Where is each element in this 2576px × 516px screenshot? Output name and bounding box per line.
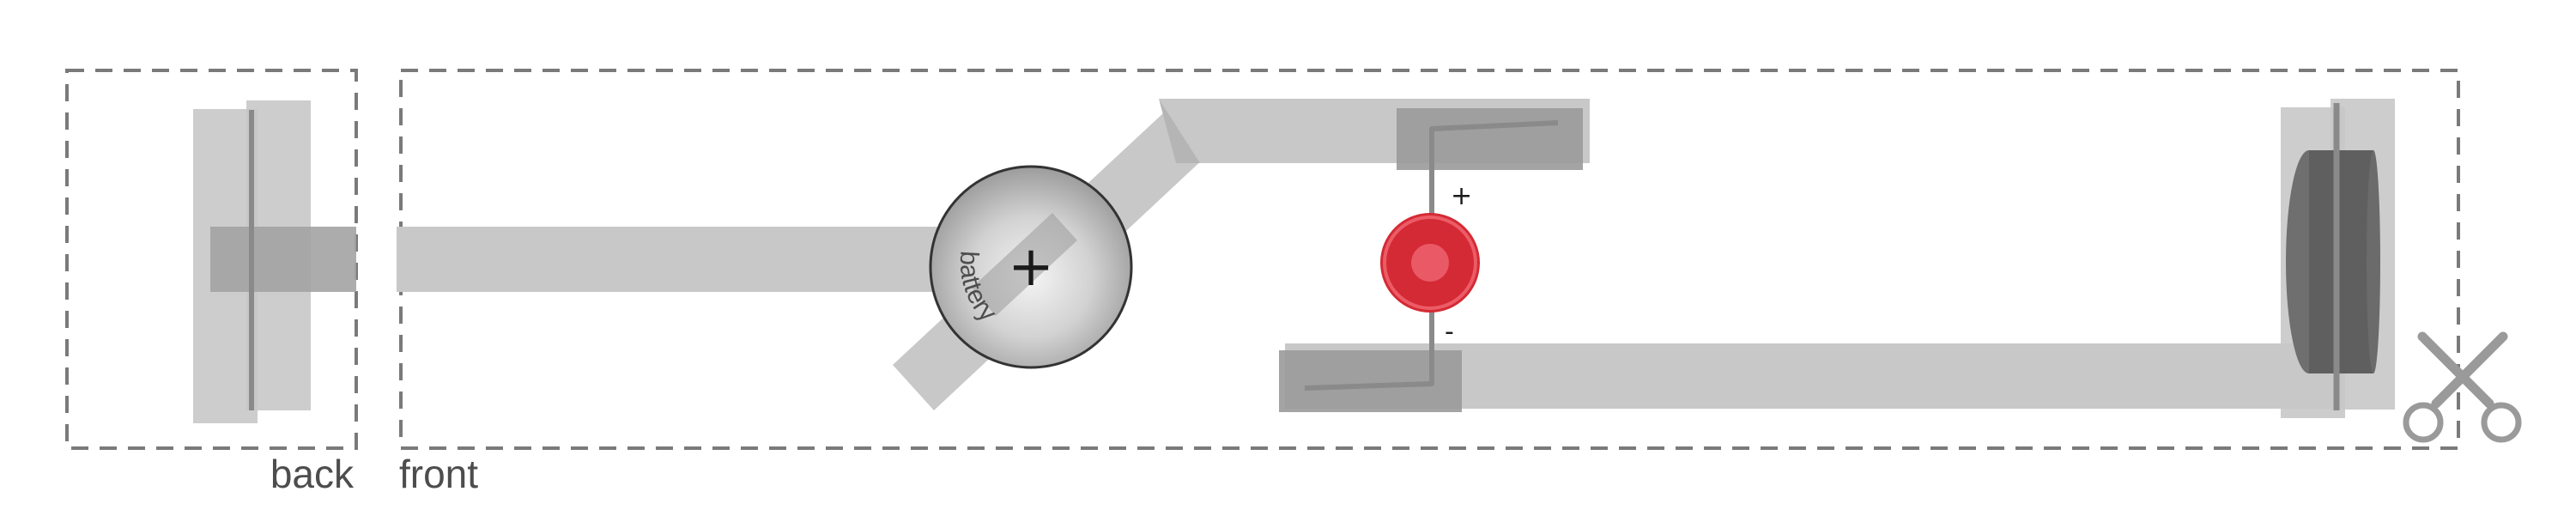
battery-icon bbox=[929, 165, 1133, 369]
led-icon bbox=[1380, 213, 1480, 313]
back-panel-tape bbox=[193, 100, 356, 423]
front-label: front bbox=[399, 452, 478, 496]
back-label: back bbox=[270, 452, 355, 496]
binder-clip-icon bbox=[2281, 99, 2395, 418]
led-plus-leg bbox=[1429, 120, 1559, 219]
led-minus-pad bbox=[1279, 350, 1462, 412]
back-panel-cut-line bbox=[65, 69, 358, 450]
tape-left-conductor bbox=[397, 227, 946, 292]
led-minus-label: - bbox=[1445, 317, 1454, 347]
led-plus-label: + bbox=[1451, 181, 1472, 211]
led-plus-pad bbox=[1397, 108, 1583, 170]
scissors-icon bbox=[2403, 331, 2522, 443]
led-minus-leg bbox=[1304, 311, 1434, 391]
battery-sign: + bbox=[1008, 235, 1054, 299]
